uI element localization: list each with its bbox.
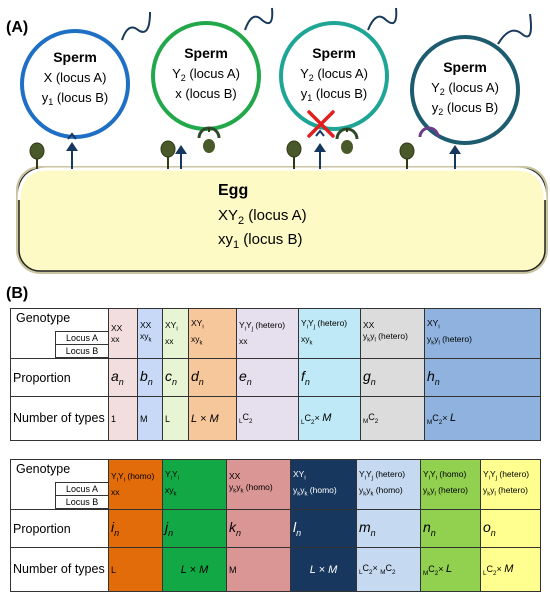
sperm-1-locus-a: X (locus A) bbox=[44, 70, 107, 85]
locus-b-label: Locus B bbox=[55, 344, 108, 358]
types-h: MC2× L bbox=[424, 396, 541, 441]
locus-a-label: Locus A bbox=[55, 331, 108, 345]
panel-a-label: (A) bbox=[6, 19, 28, 36]
types-d: L × M bbox=[188, 396, 237, 441]
types-a: 1 bbox=[108, 396, 138, 441]
genotype-f: YiYj (hetero)xyk bbox=[298, 308, 361, 359]
genotype-header-2: Genotype Locus A Locus B bbox=[10, 459, 109, 510]
sperm-2-title: Sperm bbox=[184, 45, 228, 61]
types-f: LC2× M bbox=[298, 396, 361, 441]
types-b: M bbox=[137, 396, 163, 441]
sperm-3-title: Sperm bbox=[312, 45, 356, 61]
proportion-n: nn bbox=[420, 509, 481, 548]
egg-title: Egg bbox=[218, 182, 248, 199]
types-c: L bbox=[162, 396, 189, 441]
types-g: MC2 bbox=[360, 396, 425, 441]
genotype-i: YiYi (homo)xx bbox=[108, 459, 163, 510]
types-label-2: Number of types bbox=[10, 547, 109, 592]
genotype-m: YiYj (hetero)ykyk (homo) bbox=[356, 459, 421, 510]
locus-b-label-2: Locus B bbox=[55, 495, 108, 509]
sperm-1: Sperm X (locus A) y1 (locus B) bbox=[20, 11, 151, 139]
fusion-arrows bbox=[66, 129, 461, 169]
sperm-4: Sperm Y2 (locus A) y2 (locus B) bbox=[410, 13, 532, 145]
types-n: MC2× L bbox=[420, 547, 481, 592]
sperm-3-locus-b: y1 (locus B) bbox=[301, 86, 367, 103]
egg-cell: Egg XY2 (locus A) xy1 (locus B) bbox=[16, 166, 548, 274]
genotype-table-2: Genotype Locus A Locus B YiYi (homo)xx Y… bbox=[10, 459, 541, 592]
proportion-d: dn bbox=[188, 358, 237, 397]
sperm-2: Sperm Y2 (locus A) x (locus B) bbox=[151, 7, 274, 131]
proportion-m: mn bbox=[356, 509, 421, 548]
proportion-e: en bbox=[236, 358, 299, 397]
proportion-label: Proportion bbox=[10, 358, 109, 397]
sperm-3: Sperm Y2 (locus A) y1 (locus B) bbox=[279, 7, 398, 131]
proportion-b: bn bbox=[137, 358, 163, 397]
genotype-e: YiYj (hetero)xx bbox=[236, 308, 299, 359]
proportion-l: ln bbox=[290, 509, 357, 548]
blocked-cross-icon bbox=[307, 110, 335, 138]
proportion-i: in bbox=[108, 509, 163, 548]
sperm-4-locus-a: Y2 (locus A) bbox=[431, 80, 499, 97]
proportion-g: gn bbox=[360, 358, 425, 397]
sperm-1-locus-b: y1 (locus B) bbox=[42, 90, 108, 107]
types-o: LC2× M bbox=[480, 547, 541, 592]
proportion-o: on bbox=[480, 509, 541, 548]
types-label: Number of types bbox=[10, 396, 109, 441]
proportion-a: an bbox=[108, 358, 138, 397]
proportion-k: kn bbox=[226, 509, 291, 548]
sperm-2-locus-b: x (locus B) bbox=[175, 86, 236, 101]
egg-locus-b: xy1 (locus B) bbox=[218, 231, 302, 251]
types-j: L × M bbox=[162, 547, 227, 592]
genotype-header: Genotype Locus A Locus B bbox=[10, 308, 109, 359]
types-l: L × M bbox=[290, 547, 357, 592]
types-k: M bbox=[226, 547, 291, 592]
locus-a-label-2: Locus A bbox=[55, 482, 108, 496]
panel-b-label: (B) bbox=[6, 285, 28, 302]
proportion-j: jn bbox=[162, 509, 227, 548]
genotype-n: YiYi (homo)ykyl (hetero) bbox=[420, 459, 481, 510]
proportion-c: cn bbox=[162, 358, 189, 397]
proportion-f: fn bbox=[298, 358, 361, 397]
sperm-1-title: Sperm bbox=[53, 49, 97, 65]
proportion-label-2: Proportion bbox=[10, 509, 109, 548]
sperm-3-locus-a: Y2 (locus A) bbox=[300, 66, 368, 83]
proportion-h: hn bbox=[424, 358, 541, 397]
sperm-2-locus-a: Y2 (locus A) bbox=[172, 66, 240, 83]
types-i: L bbox=[108, 547, 163, 592]
genotype-o: YiYj (hetero)ykyl (hetero) bbox=[480, 459, 541, 510]
sperm-4-title: Sperm bbox=[443, 59, 487, 75]
types-e: LC2 bbox=[236, 396, 299, 441]
types-m: LC2× MC2 bbox=[356, 547, 421, 592]
egg-receptors bbox=[29, 140, 415, 169]
sperm-4-locus-b: y2 (locus B) bbox=[432, 100, 498, 117]
